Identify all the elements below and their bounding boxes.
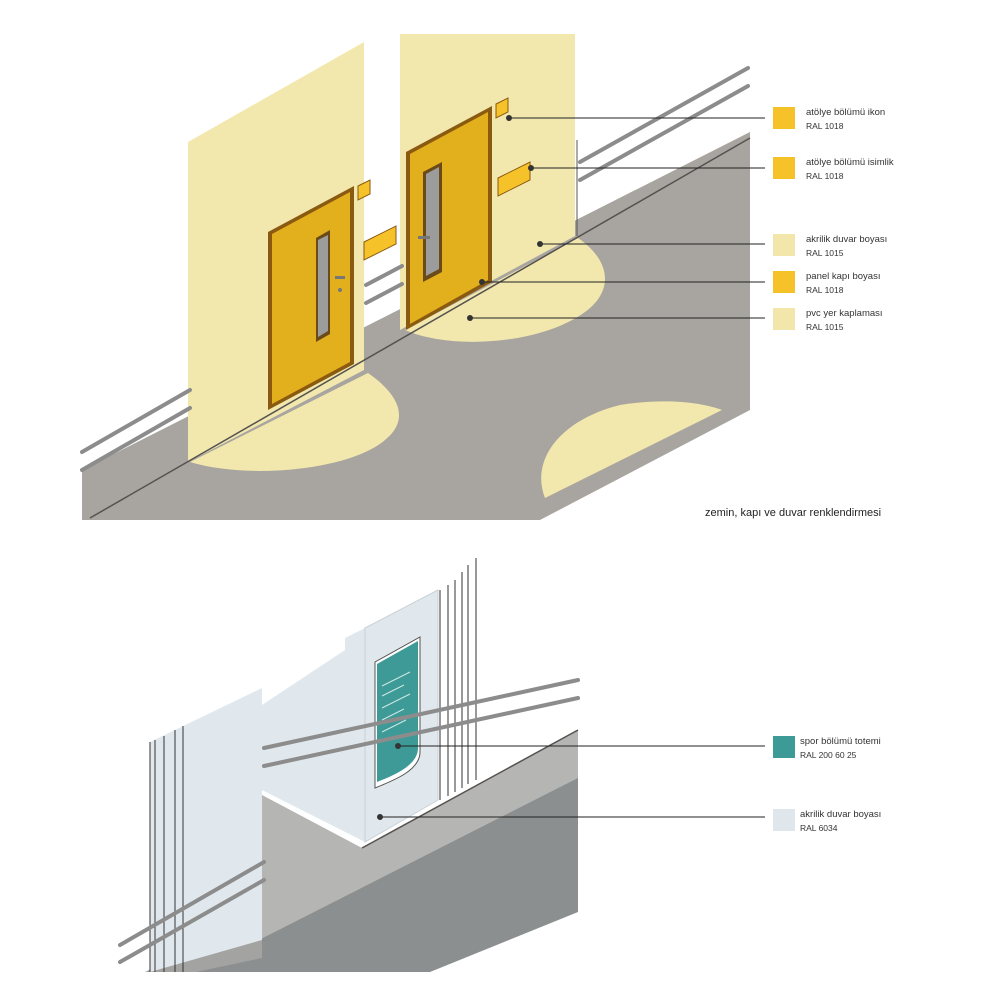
legend-item-workshop-icon: atölye bölümü ikon RAL 1018	[773, 107, 885, 131]
legend-name: akrilik duvar boyası	[800, 809, 881, 820]
handrail-between-upper	[364, 264, 404, 287]
legend-name: pvc yer kaplaması	[806, 308, 883, 319]
left-door-handle	[335, 276, 345, 279]
handrail-right-lower	[578, 84, 750, 182]
figure-caption: zemin, kapı ve duvar renklendirmesi	[705, 507, 881, 519]
legend-name: akrilik duvar boyası	[806, 234, 887, 245]
sports-totem	[377, 641, 418, 782]
top-legend: atölye bölümü ikon RAL 1018 atölye bölüm…	[773, 107, 894, 332]
floor-circle-right	[541, 401, 722, 498]
workshop-nameplate-right	[497, 161, 531, 197]
totem-text-lines	[381, 671, 411, 733]
handrail-between-lower	[364, 282, 404, 305]
handrail-left-lower	[80, 406, 192, 472]
left-door-lock	[338, 288, 342, 292]
workshop-nameplate-left	[363, 225, 397, 261]
legend-item-wall-paint-blue: akrilik duvar boyası RAL 6034	[773, 809, 881, 833]
back-wall	[262, 628, 365, 842]
legend-name: panel kapı boyası	[806, 271, 880, 282]
legend-swatch	[773, 234, 795, 256]
legend-swatch	[773, 736, 795, 758]
right-door-handle	[418, 236, 430, 239]
bottom-handrail-lower	[262, 696, 580, 768]
top-scene	[80, 34, 765, 520]
dark-floor-band	[196, 778, 578, 972]
left-wall-panel	[150, 688, 262, 972]
bottom-left-handrail-upper	[118, 860, 266, 947]
left-door-glass	[318, 235, 328, 337]
bottom-floor-edge	[361, 729, 579, 849]
legend-item-wall-paint: akrilik duvar boyası RAL 1015	[773, 234, 887, 258]
legend-item-workshop-nameplate: atölye bölümü isimlik RAL 1018	[773, 157, 894, 181]
legend-code: RAL 1015	[806, 322, 844, 332]
legend-swatch	[773, 157, 795, 179]
handrail-left-upper	[80, 388, 192, 454]
legend-item-floor-covering: pvc yer kaplaması RAL 1015	[773, 308, 883, 332]
legend-code: RAL 6034	[800, 823, 838, 833]
bottom-left-handrail-lower	[118, 878, 266, 964]
floor-edge-line	[89, 137, 751, 519]
legend-name: spor bölümü totemi	[800, 736, 881, 747]
legend-code: RAL 1018	[806, 285, 844, 295]
legend-swatch	[773, 107, 795, 129]
legend-name: atölye bölümü isimlik	[806, 157, 894, 168]
legend-code: RAL 1018	[806, 121, 844, 131]
handrail-right-upper	[578, 66, 750, 164]
floor-circle-left	[190, 373, 400, 471]
workshop-icon-left	[357, 179, 371, 201]
workshop-icon-right	[495, 97, 509, 119]
legend-code: RAL 1015	[806, 248, 844, 258]
legend-item-sports-totem: spor bölümü totemi RAL 200 60 25	[773, 736, 881, 760]
floor-circle-mid	[405, 238, 605, 342]
legend-code: RAL 200 60 25	[800, 750, 857, 760]
bottom-handrail-upper	[262, 678, 580, 750]
left-door	[272, 192, 350, 404]
legend-name: atölye bölümü ikon	[806, 107, 885, 118]
legend-code: RAL 1018	[806, 171, 844, 181]
bottom-legend: spor bölümü totemi RAL 200 60 25 akrilik…	[773, 736, 881, 833]
top-leader-dots	[467, 115, 543, 321]
right-door-glass	[426, 167, 439, 276]
legend-swatch	[773, 271, 795, 293]
top-leader-lines	[470, 117, 765, 319]
legend-swatch	[773, 308, 795, 330]
legend-item-door-paint: panel kapı boyası RAL 1018	[773, 271, 880, 295]
legend-swatch	[773, 809, 795, 831]
pillar-lines-right	[439, 558, 477, 800]
bottom-scene	[118, 558, 765, 972]
bottom-leader-dots	[377, 743, 401, 820]
bottom-leader-lines	[380, 745, 765, 818]
